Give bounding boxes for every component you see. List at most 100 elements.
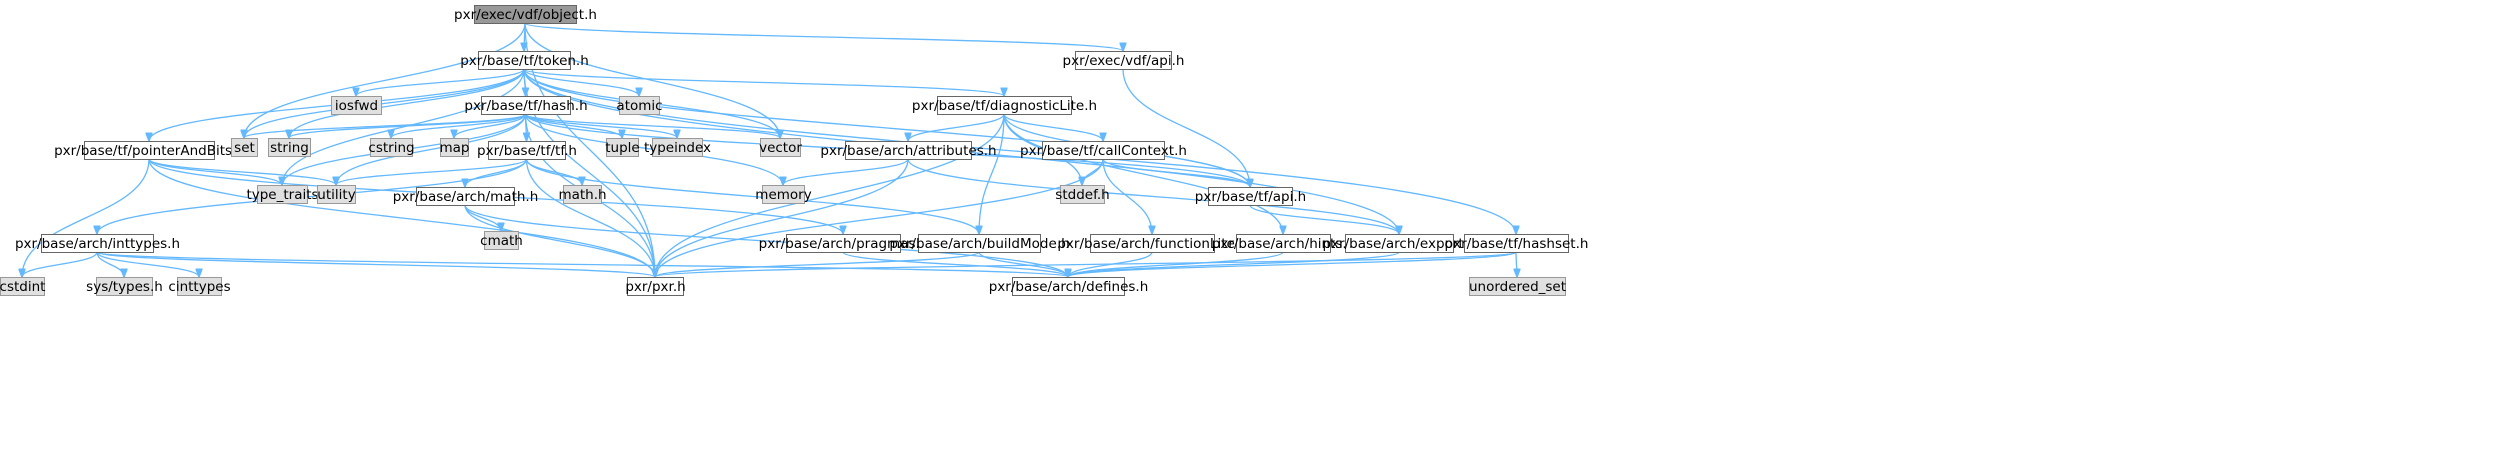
node-tuple: tuple xyxy=(605,138,640,157)
node-pxr-label: pxr/pxr.h xyxy=(625,279,685,295)
edge-tfh-to-pxr xyxy=(525,158,656,277)
edge-diag-to-callctx xyxy=(1003,113,1103,141)
edge-diag-to-pxr xyxy=(655,113,1005,277)
edge-token-to-string xyxy=(289,68,525,138)
edge-token-to-iosfwd xyxy=(356,68,525,97)
node-cstdint-box xyxy=(0,277,45,296)
edge-diag-to-hints xyxy=(1003,113,1283,234)
node-cmath: cmath xyxy=(480,231,523,250)
node-mathh: math.h xyxy=(558,185,607,204)
node-typeindex: typeindex xyxy=(644,138,711,157)
node-export[interactable]: pxr/base/arch/export.h xyxy=(1322,234,1477,253)
edge-token-to-atomic xyxy=(523,68,639,96)
nodes-layer: pxr/exec/vdf/object.h pxr/base/tf/token.h… xyxy=(0,5,1589,296)
node-funclite[interactable]: pxr/base/arch/functionLite.h xyxy=(1057,234,1248,253)
node-set-box xyxy=(231,138,258,157)
node-set-label: set xyxy=(234,140,255,156)
node-tfapi-label: pxr/base/tf/api.h xyxy=(1195,189,1306,205)
node-typetraits-label: type_traits xyxy=(246,187,318,203)
node-memory: memory xyxy=(755,185,812,204)
edge-callctx-to-tfapi xyxy=(1102,158,1250,188)
node-string: string xyxy=(268,138,311,157)
node-systypes: sys/types.h xyxy=(86,277,163,296)
edge-attrs-to-pxr xyxy=(655,158,909,277)
node-hash-label: pxr/base/tf/hash.h xyxy=(464,98,587,114)
node-callctx-box xyxy=(1042,141,1165,160)
node-pab[interactable]: pxr/base/tf/pointerAndBits.h xyxy=(54,141,245,160)
node-pab-label: pxr/base/tf/pointerAndBits.h xyxy=(54,143,245,159)
node-hints[interactable]: pxr/base/arch/hints.h xyxy=(1212,234,1355,253)
node-iosfwd-label: iosfwd xyxy=(335,98,378,114)
edge-hashset-to-unordered xyxy=(1516,251,1517,277)
node-object-box xyxy=(474,5,577,24)
node-memory-box xyxy=(762,185,805,204)
edge-hints-to-defines xyxy=(1068,251,1284,278)
node-string-box xyxy=(268,138,311,157)
node-utility-box xyxy=(317,185,356,204)
node-tfapi[interactable]: pxr/base/tf/api.h xyxy=(1195,187,1306,206)
node-memory-label: memory xyxy=(755,187,811,203)
node-math[interactable]: pxr/base/arch/math.h xyxy=(393,187,539,206)
node-object[interactable]: pxr/exec/vdf/object.h xyxy=(454,5,597,24)
node-vdfapi[interactable]: pxr/exec/vdf/api.h xyxy=(1063,51,1185,70)
node-pragmas-box xyxy=(786,234,901,253)
node-inttypes-label: pxr/base/arch/inttypes.h xyxy=(15,236,180,252)
node-token[interactable]: pxr/base/tf/token.h xyxy=(460,51,589,70)
node-stddef-box xyxy=(1060,185,1105,204)
node-hash-box xyxy=(481,96,571,115)
node-cstdint-label: cstdint xyxy=(0,279,45,295)
node-object-label: pxr/exec/vdf/object.h xyxy=(454,7,597,23)
edge-hash-to-map xyxy=(454,113,527,138)
node-math-label: pxr/base/arch/math.h xyxy=(393,189,539,205)
edge-token-to-set xyxy=(244,68,525,138)
node-diag[interactable]: pxr/base/tf/diagnosticLite.h xyxy=(912,96,1097,115)
node-utility-label: utility xyxy=(317,187,355,203)
node-inttypes[interactable]: pxr/base/arch/inttypes.h xyxy=(15,234,180,253)
node-systypes-box xyxy=(96,277,153,296)
edge-attrs-to-memory xyxy=(783,158,909,186)
node-diag-label: pxr/base/tf/diagnosticLite.h xyxy=(912,98,1097,114)
edge-hashset-to-defines xyxy=(1068,251,1517,277)
node-pragmas[interactable]: pxr/base/arch/pragmas.h xyxy=(759,234,929,253)
edge-export-to-defines xyxy=(1068,251,1400,278)
node-tfh[interactable]: pxr/base/tf/tf.h xyxy=(477,141,577,160)
node-diag-box xyxy=(937,96,1072,115)
node-vdfapi-box xyxy=(1075,51,1172,70)
node-hints-label: pxr/base/arch/hints.h xyxy=(1212,236,1355,252)
node-mathh-box xyxy=(563,185,602,204)
node-callctx-label: pxr/base/tf/callContext.h xyxy=(1020,143,1187,159)
node-tfapi-box xyxy=(1208,187,1293,206)
node-export-box xyxy=(1345,234,1454,253)
edge-pab-to-utility xyxy=(148,158,336,186)
node-hash[interactable]: pxr/base/tf/hash.h xyxy=(464,96,588,115)
node-stddef: stddef.h xyxy=(1055,185,1110,204)
edge-token-to-hashset xyxy=(523,68,1516,234)
node-pxr-box xyxy=(627,277,684,296)
node-defines[interactable]: pxr/base/arch/defines.h xyxy=(989,277,1149,296)
node-callctx[interactable]: pxr/base/tf/callContext.h xyxy=(1020,141,1187,160)
node-hashset[interactable]: pxr/base/tf/hashset.h xyxy=(1445,234,1589,253)
edge-buildmode-to-pxr xyxy=(655,251,980,278)
node-unordered-box xyxy=(1469,277,1566,296)
edge-inttypes-to-cstdint xyxy=(22,251,98,277)
node-math-box xyxy=(416,187,515,206)
edge-diag-to-attrs xyxy=(908,113,1005,141)
node-stddef-label: stddef.h xyxy=(1055,187,1109,203)
node-map-label: map xyxy=(440,140,470,156)
node-pxr[interactable]: pxr/pxr.h xyxy=(625,277,686,296)
node-typeindex-box xyxy=(652,138,703,157)
edge-attrs-to-export xyxy=(907,158,1399,234)
node-iosfwd: iosfwd xyxy=(331,96,382,115)
node-buildmode[interactable]: pxr/base/arch/buildMode.h xyxy=(889,234,1070,253)
node-cmath-box xyxy=(484,231,519,250)
node-cstdint: cstdint xyxy=(0,277,45,296)
edge-hash-to-vector xyxy=(524,113,781,139)
node-atomic-box xyxy=(619,96,660,115)
node-map-box xyxy=(440,138,469,157)
node-attrs[interactable]: pxr/base/arch/attributes.h xyxy=(820,141,997,160)
node-typeindex-label: typeindex xyxy=(644,140,711,156)
node-typetraits: type_traits xyxy=(246,185,319,204)
edge-callctx-to-funclite xyxy=(1102,158,1152,234)
node-set: set xyxy=(231,138,258,157)
